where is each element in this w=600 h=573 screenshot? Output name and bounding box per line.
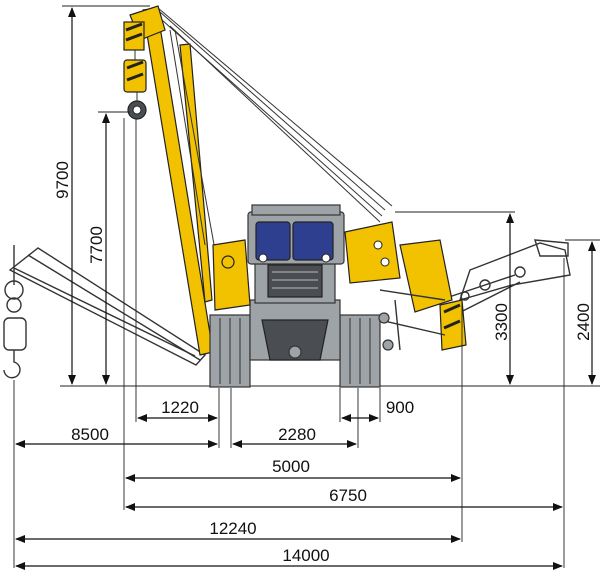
- raised-boom: [123, 5, 393, 356]
- dim-label-1220: 1220: [161, 398, 199, 417]
- cab-window-right: [292, 221, 334, 261]
- dim-label-12240: 12240: [209, 519, 256, 538]
- horizontal-dimensions: 1220 900 8500 2280 5000 6750 12240 14000: [15, 398, 563, 570]
- dim-label-5000: 5000: [272, 457, 310, 476]
- dim-label-2400: 2400: [574, 303, 593, 341]
- dim-label-6750: 6750: [329, 486, 367, 505]
- cab-window-left: [255, 221, 291, 261]
- dim-label-9700: 9700: [53, 161, 72, 199]
- dim-label-14000: 14000: [282, 546, 329, 565]
- vertical-dimensions: 9700 7700 3300 2400: [53, 5, 600, 385]
- dim-label-8500: 8500: [71, 425, 109, 444]
- tractor-body: [209, 204, 467, 388]
- dim-label-7700: 7700: [87, 226, 106, 264]
- dim-label-2280: 2280: [278, 425, 316, 444]
- dim-label-900: 900: [386, 398, 414, 417]
- dim-label-3300: 3300: [492, 303, 511, 341]
- lowered-boom-outline: [3, 245, 207, 379]
